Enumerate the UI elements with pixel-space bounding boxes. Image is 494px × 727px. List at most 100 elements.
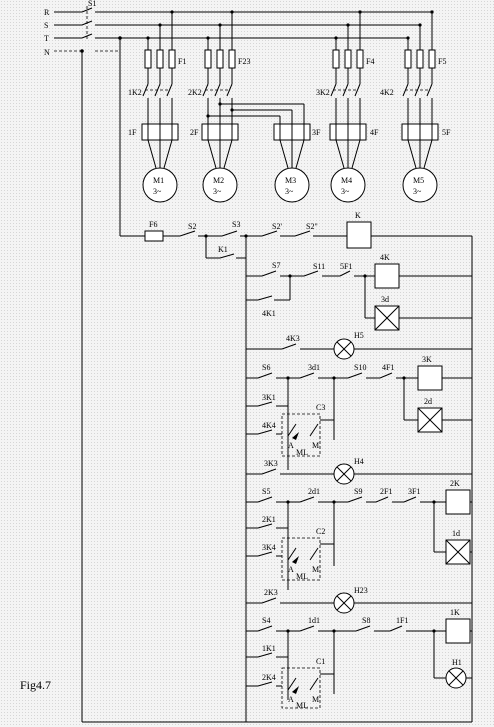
svg-text:M3: M3	[285, 176, 296, 185]
label-c3: C3	[316, 403, 325, 412]
label-3f1: 3F1	[408, 487, 420, 496]
feeders	[146, 10, 434, 50]
label-1d1: 1d1	[308, 616, 320, 625]
svg-text:M5: M5	[413, 176, 424, 185]
svg-text:3~: 3~	[285, 187, 294, 196]
label-h1: H1	[452, 658, 462, 667]
rung-lamp-h23	[246, 592, 472, 614]
fuse-group-4	[332, 49, 364, 69]
label-s2-prime: S2'	[272, 222, 282, 231]
label-s11: S11	[313, 262, 325, 271]
label-ml2-m: M	[312, 565, 319, 574]
label-contactor-4k2: 4K2	[380, 88, 394, 97]
label-4k3: 4K3	[286, 334, 300, 343]
label-coil-3k: 3K	[422, 355, 432, 364]
label-contactor-1k2: 1K2	[128, 88, 142, 97]
label-relay-2f: 2F	[190, 128, 199, 137]
label-ml3-a: A	[288, 441, 294, 450]
label-ml2-ml: ML	[296, 572, 308, 581]
label-2k3: 2K3	[264, 588, 278, 597]
label-ml1-a: A	[288, 695, 294, 704]
label-timer-3d: 3d	[381, 295, 389, 304]
motor-m1: M1 3~	[142, 167, 178, 203]
label-phase-t: T	[44, 34, 49, 43]
label-k1: K1	[218, 245, 228, 254]
label-ml1-ml: ML	[296, 701, 308, 710]
motor-m2: M2 3~	[202, 167, 238, 203]
svg-text:M4: M4	[341, 176, 352, 185]
label-relay-3f: 3F	[312, 128, 321, 137]
label-coil-4k: 4K	[380, 253, 390, 262]
svg-text:3~: 3~	[413, 187, 422, 196]
fuse-group-5	[404, 49, 436, 69]
fuse-group-2	[204, 49, 236, 69]
motor-m3: M3 3~	[274, 167, 310, 203]
label-fuse-f4: F4	[366, 57, 374, 66]
label-1k1: 1K1	[262, 644, 276, 653]
label-ml3-ml: ML	[296, 448, 308, 457]
label-h23: H23	[354, 586, 368, 595]
label-s5: S5	[262, 487, 270, 496]
label-1f1: 1F1	[396, 616, 408, 625]
label-s8: S8	[362, 616, 370, 625]
label-2d1: 2d1	[308, 487, 320, 496]
label-2f1: 2F1	[380, 487, 392, 496]
label-timer-1d: 1d	[452, 529, 460, 538]
label-4k1: 4K1	[262, 309, 276, 318]
label-2k1: 2K1	[262, 515, 276, 524]
label-4k4: 4K4	[262, 421, 276, 430]
label-3k3: 3K3	[264, 459, 278, 468]
label-c2: C2	[316, 527, 325, 536]
label-s7: S7	[272, 261, 280, 270]
label-ml1-m: M	[312, 695, 319, 704]
label-fuse-f5: F5	[438, 57, 446, 66]
label-5f1: 5F1	[340, 262, 352, 271]
label-coil-k: K	[355, 211, 361, 220]
label-phase-r: R	[44, 8, 50, 17]
label-h4: H4	[354, 457, 364, 466]
label-coil-2k: 2K	[450, 479, 460, 488]
label-ml2-a: A	[288, 565, 294, 574]
rung-lamp-h4	[246, 463, 472, 485]
label-s3: S3	[232, 220, 240, 229]
label-s9: S9	[354, 487, 362, 496]
label-4f1: 4F1	[382, 363, 394, 372]
label-2k4: 2K4	[262, 673, 276, 682]
label-relay-4f: 4F	[370, 128, 379, 137]
rung-motor3	[246, 365, 472, 470]
svg-text:3~: 3~	[341, 187, 350, 196]
svg-text:3~: 3~	[153, 187, 162, 196]
motor-leads	[147, 139, 433, 169]
rung-motor4	[246, 263, 472, 331]
label-ml3-m: M	[312, 441, 319, 450]
label-f6: F6	[149, 220, 157, 229]
rung-motor1	[246, 618, 472, 709]
label-neutral: N	[44, 48, 50, 57]
label-fuse-f1: F1	[178, 57, 186, 66]
rung-motor2	[246, 489, 472, 590]
motor-m5: M5 3~	[402, 167, 438, 203]
thermal-relays	[141, 123, 439, 141]
label-s6: S6	[262, 363, 270, 372]
label-contactor-3k2: 3K2	[316, 88, 330, 97]
label-relay-5f: 5F	[442, 128, 451, 137]
svg-text:3~: 3~	[213, 187, 222, 196]
label-h5: H5	[354, 331, 364, 340]
svg-text:M1: M1	[153, 176, 164, 185]
label-3d1: 3d1	[308, 363, 320, 372]
label-s4: S4	[262, 616, 270, 625]
figure-caption: Fig4.7	[20, 678, 52, 692]
label-timer-2d: 2d	[424, 397, 432, 406]
label-contactor-2k2: 2K2	[188, 88, 202, 97]
label-fuse-f23: F23	[238, 57, 250, 66]
label-s2: S2	[188, 222, 196, 231]
rung-lamp-h5	[246, 338, 472, 360]
label-c1: C1	[316, 657, 325, 666]
label-3k4: 3K4	[262, 543, 276, 552]
fuse-group-1	[144, 49, 176, 69]
motor-m4: M4 3~	[330, 167, 366, 203]
label-relay-1f: 1F	[128, 128, 137, 137]
label-coil-1k: 1K	[450, 608, 460, 617]
label-s10: S10	[354, 363, 366, 372]
label-main-switch: S1	[88, 0, 96, 8]
